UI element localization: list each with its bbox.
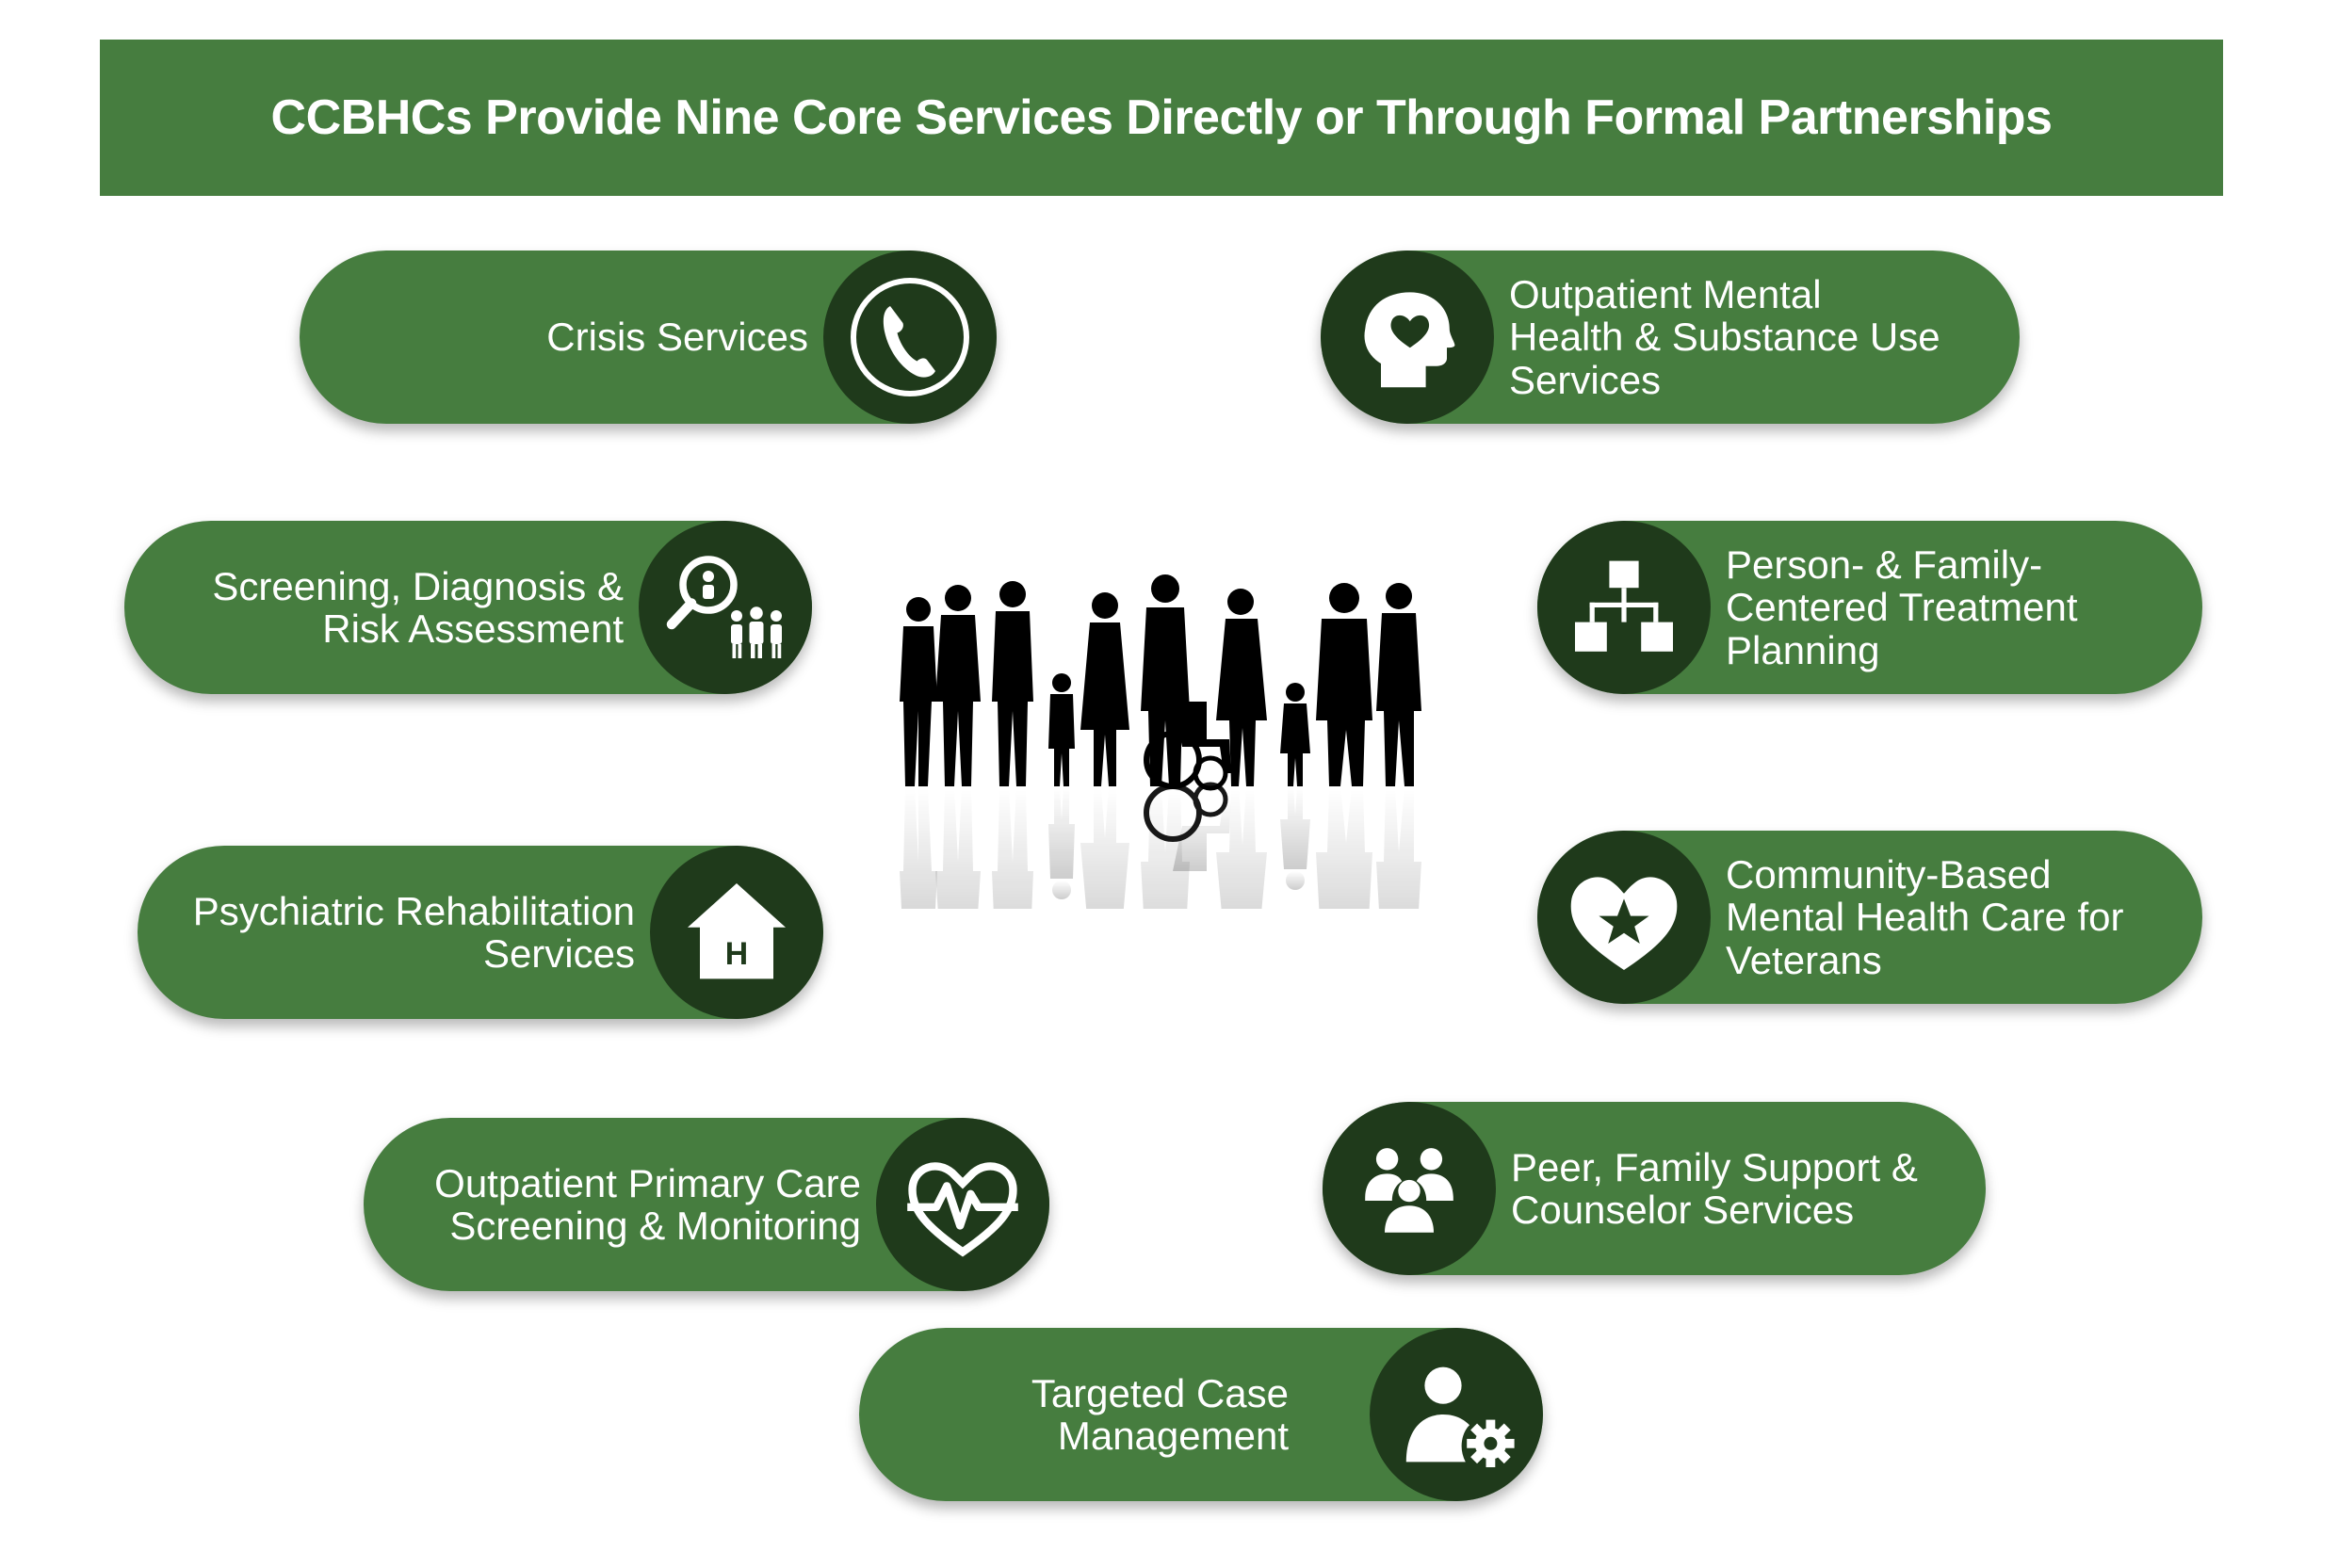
service-crisis: Crisis Services — [300, 251, 997, 424]
title-banner: CCBHCs Provide Nine Core Services Direct… — [100, 40, 2223, 196]
magnifier-people-icon — [639, 521, 812, 694]
service-label: Outpatient Primary Care Screening & Moni… — [434, 1160, 861, 1248]
service-label: Community-Based Mental Health Care for V… — [1726, 851, 2124, 982]
people-group-icon — [1323, 1102, 1496, 1275]
phone-icon — [823, 251, 997, 424]
head-heart-icon — [1321, 251, 1494, 424]
heart-star-icon — [1537, 831, 1711, 1004]
service-peer-support: Peer, Family Support & Counselor Service… — [1323, 1102, 1986, 1275]
heartbeat-icon — [876, 1118, 1049, 1291]
service-label: Crisis Services — [546, 315, 808, 360]
service-label: Psychiatric Rehabilitation Services — [192, 888, 635, 976]
service-veterans-care: Community-Based Mental Health Care for V… — [1537, 831, 2202, 1004]
service-case-management: Targeted Case Management — [859, 1328, 1543, 1501]
org-chart-icon — [1537, 521, 1711, 694]
service-label: Outpatient Mental Health & Substance Use… — [1509, 271, 1940, 402]
service-outpatient-mental-health: Outpatient Mental Health & Substance Use… — [1321, 251, 2020, 424]
service-screening: Screening, Diagnosis & Risk Assessment — [124, 521, 812, 694]
service-primary-care: Outpatient Primary Care Screening & Moni… — [364, 1118, 1049, 1291]
service-psychiatric-rehabilitation: Psychiatric Rehabilitation Services H — [138, 846, 823, 1019]
service-label: Targeted Case Management — [1031, 1370, 1289, 1458]
crowd-silhouette-image — [890, 560, 1455, 909]
svg-text:H: H — [725, 936, 748, 972]
service-label: Person- & Family- Centered Treatment Pla… — [1726, 542, 2078, 672]
service-treatment-planning: Person- & Family- Centered Treatment Pla… — [1537, 521, 2202, 694]
service-label: Screening, Diagnosis & Risk Assessment — [212, 563, 624, 651]
person-gear-icon — [1370, 1328, 1543, 1501]
service-label: Peer, Family Support & Counselor Service… — [1511, 1144, 1918, 1232]
house-h-icon: H — [650, 846, 823, 1019]
page-title: CCBHCs Provide Nine Core Services Direct… — [270, 90, 2053, 145]
